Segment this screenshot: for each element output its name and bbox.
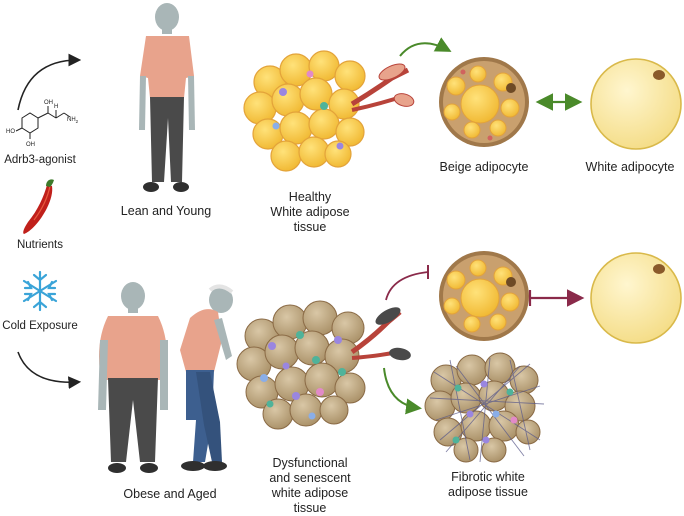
healthy-tissue-line-2: White adipose <box>270 205 350 219</box>
beige-adipocyte-bottom-icon <box>439 251 529 341</box>
white-adipocyte-icon <box>590 58 682 150</box>
fibrotic-tissue-line-2: adipose tissue <box>448 485 528 499</box>
chem-oh-bottom: OH <box>26 142 35 148</box>
snowflake-icon <box>22 270 58 312</box>
white-adipocyte-label: White adipocyte <box>585 160 675 174</box>
white-adipocyte-bottom-icon <box>590 252 682 344</box>
chem-labels: OH H NH2 HO OH <box>6 100 79 148</box>
beige-adipocyte-icon <box>439 57 529 147</box>
dysfunctional-tissue-line-1: Dysfunctional <box>272 456 348 470</box>
chem-oh-top: OH <box>44 100 53 106</box>
chem-nh2: NH2 <box>67 117 79 124</box>
fibrosis-strands <box>429 357 545 463</box>
adrb3-agonist-structure-icon <box>15 106 71 139</box>
arrow-dysfunctional-to-fibrotic <box>383 367 422 415</box>
fibrotic-tissue-label: Fibrotic white adipose tissue <box>428 470 548 500</box>
obese-aged-label: Obese and Aged <box>123 487 217 501</box>
dysfunctional-blood-vessel-icon <box>350 307 411 361</box>
lean-young-label: Lean and Young <box>120 204 212 218</box>
stimuli-arrow-bottom <box>17 351 82 389</box>
dysfunctional-adipose-tissue-icon <box>236 300 366 430</box>
chili-pepper-icon <box>23 179 54 234</box>
chem-ho: HO <box>6 129 15 135</box>
stimulus-agonist-label: Adrb3-agonist <box>4 154 76 166</box>
fibrotic-tissue-line-1: Fibrotic white <box>451 470 525 484</box>
dysfunctional-tissue-line-4: tissue <box>293 501 327 515</box>
chem-h: H <box>54 104 58 110</box>
stimulus-cold-label: Cold Exposure <box>2 320 78 332</box>
stimuli-arrow-top <box>17 53 82 111</box>
healthy-tissue-line-1: Healthy <box>288 190 332 204</box>
dysfunctional-immune-cells <box>260 331 346 420</box>
lean-young-person-icon <box>139 3 195 192</box>
healthy-blood-vessel-icon <box>350 63 415 112</box>
arrow-healthy-to-beige <box>399 37 452 57</box>
obese-person-icon <box>98 282 168 473</box>
fibrotic-adipose-tissue-icon <box>424 352 541 463</box>
healthy-immune-cells <box>272 70 344 150</box>
inhibition-dysfunctional-to-beige <box>385 271 429 301</box>
fibrotic-immune-cells <box>452 380 518 444</box>
healthy-tissue-label: Healthy White adipose tissue <box>252 190 368 235</box>
healthy-tissue-line-3: tissue <box>293 220 327 234</box>
aged-person-icon <box>180 284 234 471</box>
dysfunctional-tissue-line-2: and senescent <box>269 471 351 485</box>
beige-adipocyte-label: Beige adipocyte <box>439 160 529 174</box>
dysfunctional-tissue-line-3: white adipose <box>271 486 349 500</box>
healthy-adipose-tissue-icon <box>243 50 366 172</box>
dysfunctional-tissue-label: Dysfunctional and senescent white adipos… <box>248 456 372 516</box>
stimulus-nutrients-label: Nutrients <box>16 239 64 251</box>
